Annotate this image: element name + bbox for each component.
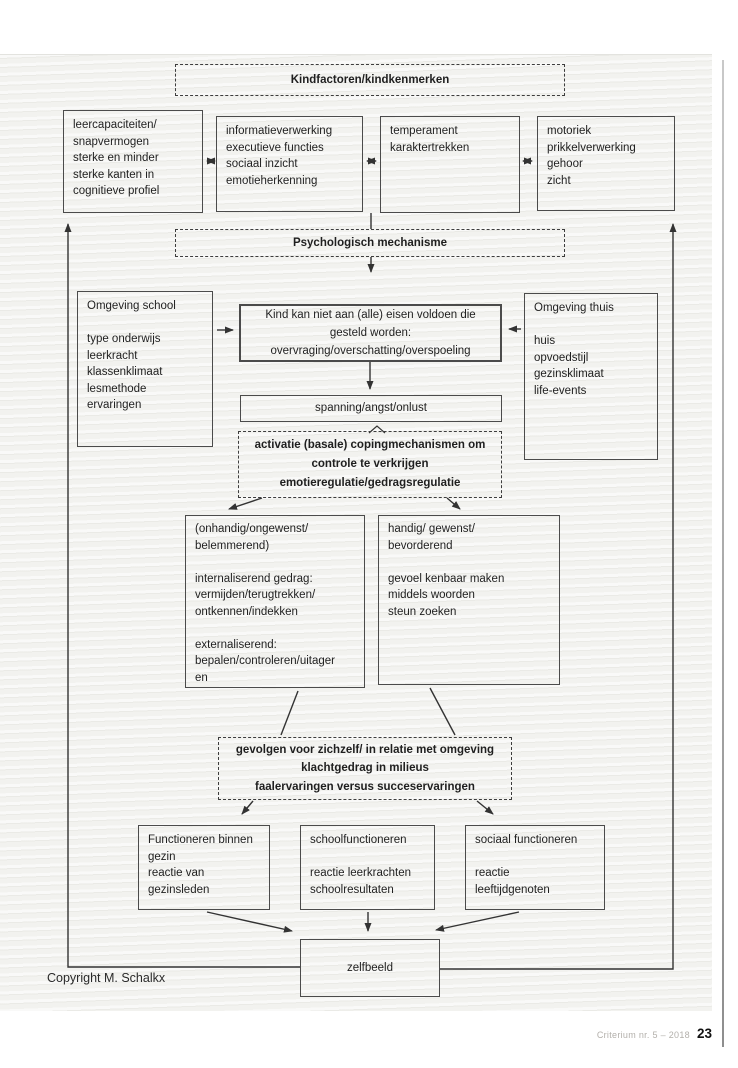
text-line: steun zoeken bbox=[388, 605, 457, 618]
box-psychologisch-mechanisme: Psychologisch mechanisme bbox=[175, 229, 565, 257]
page-number: 23 bbox=[696, 1026, 712, 1041]
text-line: lesmethode bbox=[87, 382, 147, 395]
box-title: Psychologisch mechanisme bbox=[292, 236, 448, 249]
text-line: schoolfunctioneren bbox=[310, 834, 407, 846]
text-line: leerkracht bbox=[87, 349, 138, 362]
text-line: emotieherkenning bbox=[226, 174, 318, 187]
text-line: snapvermogen bbox=[73, 135, 150, 148]
text-line bbox=[87, 315, 203, 332]
text-line: externaliserend: bbox=[195, 638, 277, 651]
text-line: gezinsklimaat bbox=[534, 368, 604, 380]
text-line: opvoedstijl bbox=[534, 351, 589, 364]
text-line: prikkelverwerking bbox=[547, 141, 636, 154]
text-line: vermijden/terugtrekken/ bbox=[195, 589, 316, 601]
text-line: ervaringen bbox=[87, 399, 142, 411]
text-line bbox=[534, 317, 648, 334]
text-line: Omgeving school bbox=[87, 300, 176, 312]
text-line: karaktertrekken bbox=[390, 141, 470, 154]
text-line bbox=[195, 554, 355, 571]
box-title: spanning/angst/onlust bbox=[315, 402, 427, 415]
text-line: reactie bbox=[475, 867, 510, 879]
text-line: cognitieve profiel bbox=[73, 185, 160, 197]
box-motoriek: motoriek prikkelverwerking gehoor zicht bbox=[537, 116, 675, 211]
text-line: gezin bbox=[148, 850, 176, 863]
text-line: Omgeving thuis bbox=[534, 302, 614, 314]
text-line: leeftijdgenoten bbox=[475, 883, 550, 896]
text-line: informatieverwerking bbox=[226, 125, 333, 137]
text-line: temperament bbox=[390, 125, 458, 137]
box-temperament: temperament karaktertrekken bbox=[380, 116, 520, 213]
text-line: sociaal inzicht bbox=[226, 158, 298, 170]
journal-reference: Criterium nr. 5 – 2018 bbox=[596, 1030, 690, 1040]
text-line: handig/ gewenst/ bbox=[388, 523, 475, 535]
text-line: overvraging/overschatting/overspoeling bbox=[270, 345, 471, 357]
text-line: zicht bbox=[547, 174, 571, 187]
text-line: bepalen/controleren/uitager bbox=[195, 655, 336, 667]
box-title: zelfbeeld bbox=[346, 961, 394, 974]
text-line: belemmerend) bbox=[195, 539, 270, 552]
box-zelfbeeld: zelfbeeld bbox=[300, 939, 440, 997]
box-coping-onhandig: (onhandig/ongewenst/ belemmerend) intern… bbox=[185, 515, 365, 688]
text-line: ontkennen/indekken bbox=[195, 605, 298, 618]
text-line: motoriek bbox=[547, 125, 592, 137]
box-functioneren-gezin: Functioneren binnen gezin reactie van ge… bbox=[138, 825, 270, 910]
box-gevolgen: gevolgen voor zichzelf/ in relatie met o… bbox=[218, 737, 512, 800]
text-line: life-events bbox=[534, 384, 587, 397]
box-omgeving-school: Omgeving school type onderwijs leerkrach… bbox=[77, 291, 213, 447]
text-line: gevolgen voor zichzelf/ in relatie met o… bbox=[235, 743, 495, 756]
text-line: gesteld worden: bbox=[329, 327, 412, 339]
text-line bbox=[475, 849, 595, 866]
box-leercapaciteiten: leercapaciteiten/ snapvermogen sterke en… bbox=[63, 110, 203, 213]
text-line: emotieregulatie/gedragsregulatie bbox=[279, 477, 461, 489]
text-line: klassenklimaat bbox=[87, 366, 163, 378]
box-title: Kindfactoren/kindkenmerken bbox=[290, 73, 450, 86]
text-line: internaliserend gedrag: bbox=[195, 572, 313, 585]
text-line: faalervaringen versus succeservaringen bbox=[255, 780, 475, 793]
text-line: gezinsleden bbox=[148, 883, 210, 896]
box-activatie-coping: activatie (basale) copingmechanismen om … bbox=[238, 431, 502, 498]
text-line bbox=[388, 554, 550, 571]
copyright-text: Copyright M. Schalkx bbox=[47, 971, 166, 985]
text-line: bevorderend bbox=[388, 539, 453, 552]
text-line: controle te verkrijgen bbox=[311, 458, 429, 470]
text-line: sociaal functioneren bbox=[475, 834, 578, 846]
page-edge-line bbox=[722, 60, 724, 1047]
box-schoolfunctioneren: schoolfunctioneren reactie leerkrachten … bbox=[300, 825, 435, 910]
text-line: en bbox=[195, 671, 208, 684]
text-line: sterke kanten in bbox=[73, 168, 155, 181]
box-coping-handig: handig/ gewenst/ bevorderend gevoel kenb… bbox=[378, 515, 560, 685]
box-spanning: spanning/angst/onlust bbox=[240, 395, 502, 422]
text-line: (onhandig/ongewenst/ bbox=[195, 523, 309, 535]
text-line: klachtgedrag in milieus bbox=[301, 762, 429, 775]
text-line: type onderwijs bbox=[87, 333, 161, 345]
box-omgeving-thuis: Omgeving thuis huis opvoedstijl gezinskl… bbox=[524, 293, 658, 460]
text-line: gehoor bbox=[547, 158, 583, 170]
box-sociaal-functioneren: sociaal functioneren reactie leeftijdgen… bbox=[465, 825, 605, 910]
text-line: middels woorden bbox=[388, 589, 475, 601]
text-line: huis bbox=[534, 335, 556, 347]
box-informatieverwerking: informatieverwerking executieve functies… bbox=[216, 116, 363, 212]
text-line: gevoel kenbaar maken bbox=[388, 572, 505, 585]
text-line: Functioneren binnen bbox=[148, 834, 253, 846]
page-footer: Criterium nr. 5 – 2018 23 bbox=[597, 1026, 712, 1041]
text-line: reactie leerkrachten bbox=[310, 867, 411, 879]
box-kindfactoren: Kindfactoren/kindkenmerken bbox=[175, 64, 565, 96]
text-line: reactie van bbox=[148, 867, 205, 879]
text-line: sterke en minder bbox=[73, 152, 159, 164]
box-kind-eisen: Kind kan niet aan (alle) eisen voldoen d… bbox=[239, 304, 502, 362]
text-line bbox=[310, 849, 425, 866]
text-line: leercapaciteiten/ bbox=[73, 119, 157, 131]
text-line: schoolresultaten bbox=[310, 883, 394, 896]
text-line: activatie (basale) copingmechanismen om bbox=[254, 439, 486, 451]
text-line: Kind kan niet aan (alle) eisen voldoen d… bbox=[265, 309, 476, 321]
text-line: executieve functies bbox=[226, 141, 324, 154]
text-line bbox=[195, 620, 355, 637]
